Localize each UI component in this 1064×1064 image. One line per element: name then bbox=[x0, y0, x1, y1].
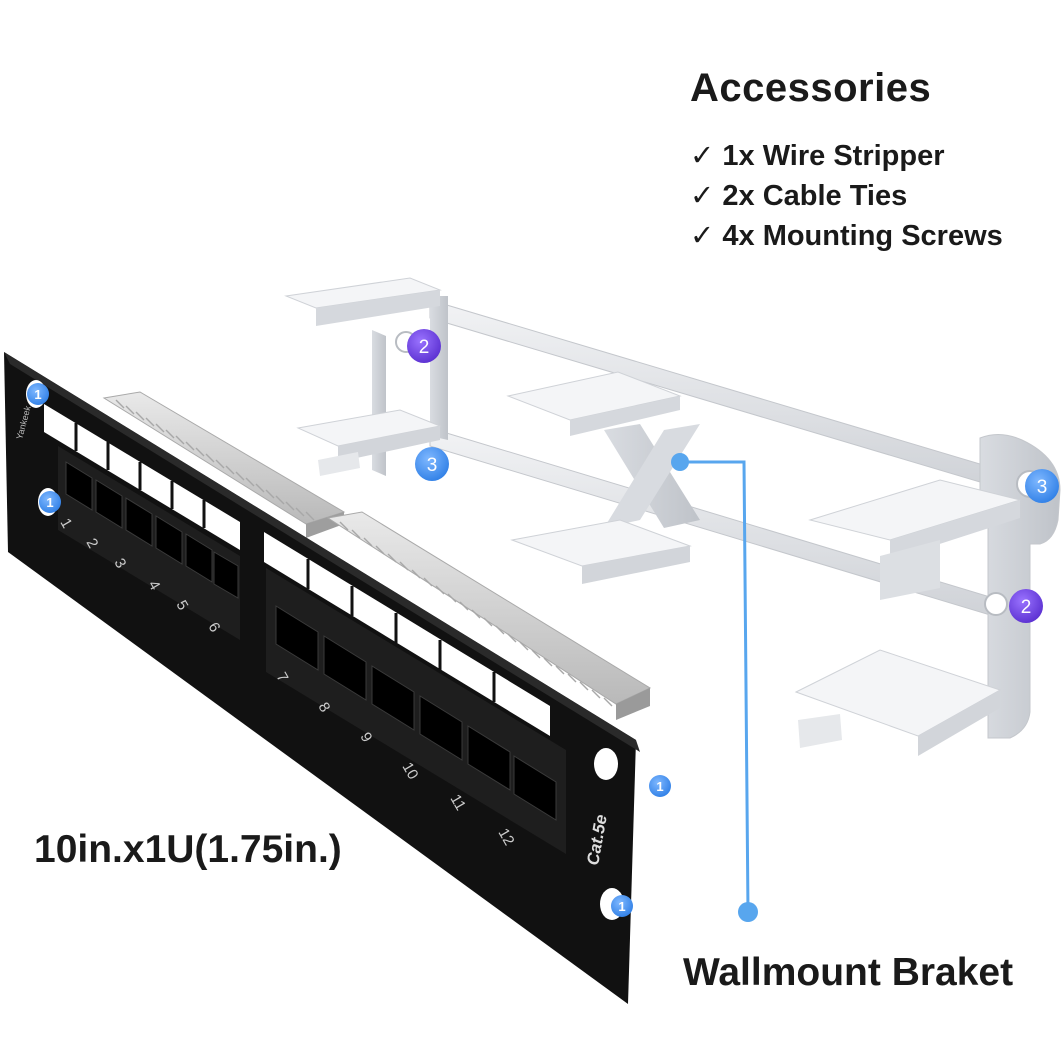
port-number: 10 bbox=[399, 760, 422, 783]
svg-text:3: 3 bbox=[427, 455, 438, 476]
marker-1-icon: 1 bbox=[649, 775, 671, 797]
accessories-title: Accessories bbox=[690, 66, 932, 110]
patch-panel: 1 2 3 4 5 6 7 8 9 10 11 12 Yankeek Cat.5… bbox=[4, 352, 652, 1004]
bracket-label: Wallmount Braket bbox=[683, 951, 1014, 994]
accessory-item: ✓ 4x Mounting Screws bbox=[690, 218, 1003, 253]
svg-text:3: 3 bbox=[1037, 477, 1048, 498]
accessory-item-label: 4x Mounting Screws bbox=[722, 220, 1003, 252]
marker-3-icon: 3 bbox=[415, 447, 449, 481]
svg-text:2: 2 bbox=[1021, 597, 1032, 618]
svg-text:2: 2 bbox=[419, 337, 430, 358]
marker-1-icon: 1 bbox=[27, 383, 49, 405]
marker-2-icon: 2 bbox=[407, 329, 441, 363]
bracket-leader-line bbox=[671, 453, 758, 922]
marker-1-icon: 1 bbox=[611, 895, 633, 917]
marker-3-icon: 3 bbox=[1025, 469, 1059, 503]
checkmark-icon: ✓ bbox=[690, 140, 715, 172]
svg-text:1: 1 bbox=[618, 899, 625, 914]
accessory-item: ✓ 2x Cable Ties bbox=[690, 178, 907, 213]
svg-text:1: 1 bbox=[34, 387, 41, 402]
svg-text:1: 1 bbox=[656, 779, 663, 794]
accessory-item-label: 1x Wire Stripper bbox=[722, 140, 945, 172]
accessory-item: ✓ 1x Wire Stripper bbox=[690, 138, 945, 173]
size-label: 10in.x1U(1.75in.) bbox=[34, 828, 342, 871]
marker-2-icon: 2 bbox=[1009, 589, 1043, 623]
checkmark-icon: ✓ bbox=[690, 180, 715, 212]
accessory-item-label: 2x Cable Ties bbox=[722, 180, 908, 212]
marker-1-icon: 1 bbox=[39, 491, 61, 513]
wallmount-bracket bbox=[284, 277, 1061, 756]
svg-text:1: 1 bbox=[46, 495, 53, 510]
port-number: 11 bbox=[447, 792, 470, 814]
checkmark-icon: ✓ bbox=[690, 220, 715, 252]
port-number: 12 bbox=[495, 826, 518, 849]
